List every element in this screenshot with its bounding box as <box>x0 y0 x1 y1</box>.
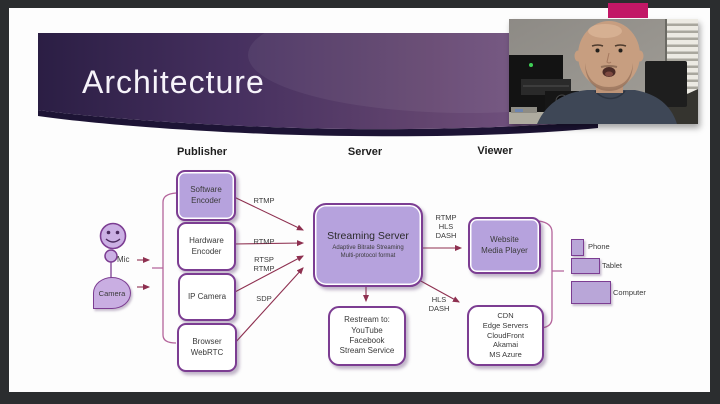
computer-icon <box>571 281 611 304</box>
label-hls-dash: HLS DASH <box>428 295 450 313</box>
tablet-label: Tablet <box>602 261 623 270</box>
column-header-server: Server <box>347 146 383 158</box>
label-rtmp-software: RTMP <box>253 196 275 205</box>
accent-bar <box>608 3 648 18</box>
presenter-person <box>537 21 677 124</box>
box-browser-webrtc: Browser WebRTC <box>177 323 237 372</box>
camera-icon: Camera <box>93 277 131 309</box>
box-streaming-server: Streaming Server Adaptive Bitrate Stream… <box>313 203 423 287</box>
computer-label: Computer <box>613 288 646 297</box>
label-rtsp-rtmp: RTSP RTMP <box>253 255 275 273</box>
page-title: Architecture <box>82 64 265 100</box>
phone-label: Phone <box>588 242 610 251</box>
smiley-face-icon <box>99 222 127 250</box>
tablet-icon <box>571 258 600 274</box>
camera-label: Camera <box>98 288 126 298</box>
banner-shape <box>38 33 598 130</box>
box-restream: Restream to: YouTube Facebook Stream Ser… <box>328 306 406 366</box>
box-hardware-encoder: Hardware Encoder <box>177 222 236 271</box>
label-rtmp-hls-dash: RTMP HLS DASH <box>435 213 457 240</box>
box-software-encoder: Software Encoder <box>176 170 236 221</box>
mic-label: Mic <box>117 255 130 264</box>
box-ip-camera: IP Camera <box>178 273 236 321</box>
box-cdn-edge-servers: CDN Edge Servers CloudFront Akamai MS Az… <box>467 305 544 366</box>
box-website-media-player: Website Media Player <box>468 217 541 274</box>
label-sdp: SDP <box>256 294 272 303</box>
column-header-publisher: Publisher <box>176 146 228 158</box>
phone-icon <box>571 239 584 256</box>
webcam-overlay <box>509 19 698 124</box>
streaming-server-subtitle: Adaptive Bitrate Streaming Multi-protoco… <box>332 245 404 259</box>
label-rtmp-hardware: RTMP <box>253 237 275 246</box>
mic-icon <box>104 249 118 279</box>
streaming-server-title: Streaming Server <box>327 229 409 242</box>
presenter-video <box>509 19 698 124</box>
monitor-silhouette <box>645 61 687 107</box>
banner-shadow-swoosh <box>38 110 598 137</box>
column-header-viewer: Viewer <box>477 145 513 157</box>
